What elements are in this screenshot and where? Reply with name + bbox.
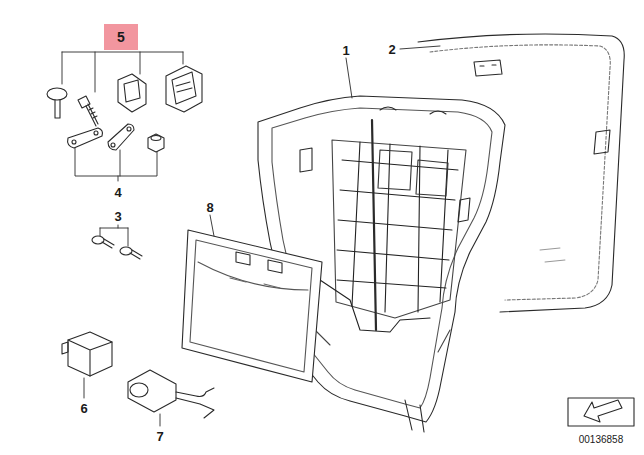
callout-number: 2: [388, 43, 395, 56]
callout-number: 6: [80, 402, 87, 415]
fastener-parts: [86, 104, 98, 126]
callout-number: 3: [114, 210, 121, 223]
backrest-frame: [405, 400, 424, 432]
bracket-parts: [148, 134, 164, 152]
leader-lines: [210, 46, 440, 236]
back-cover-panel: [230, 278, 280, 288]
backrest-frame: [372, 120, 376, 330]
backrest-frame: [300, 148, 470, 222]
bracket-parts: [151, 136, 161, 141]
bracket-lines: [62, 52, 183, 92]
bracket-parts: [68, 128, 103, 148]
fastener-parts: [89, 108, 97, 118]
backrest-frame: [315, 330, 450, 352]
back-cover-panel: [198, 262, 308, 290]
fastener-parts: [172, 72, 196, 104]
bracket-lines: [62, 52, 183, 92]
callout-number: 5: [117, 30, 125, 44]
screw-parts: [102, 239, 114, 248]
callout-number: 8: [206, 201, 213, 214]
bracket-parts: [68, 124, 164, 181]
bracket-parts: [75, 148, 157, 181]
fastener-parts: [118, 74, 146, 112]
relay-part: [62, 342, 68, 354]
direction-icon: [568, 398, 634, 426]
leader-lines: [400, 46, 440, 49]
back-cover-panel: [236, 252, 282, 273]
direction-icon: [584, 400, 622, 422]
callout-box: 5: [104, 24, 138, 50]
back-cover-panel: [190, 240, 312, 372]
screw-parts: [120, 247, 132, 255]
fastener-parts: [55, 100, 60, 118]
screw-parts: [92, 225, 142, 259]
motor-part: [130, 383, 148, 397]
bracket-parts: [127, 127, 131, 131]
back-panel: [594, 130, 610, 154]
drawing-code: 00136858: [579, 435, 624, 445]
back-panel: [474, 60, 502, 76]
fastener-parts: [78, 96, 90, 108]
screw-parts: [130, 250, 142, 259]
leader-lines: [346, 58, 352, 98]
motor-part: [160, 414, 161, 426]
back-cover-panel: [182, 230, 322, 382]
leader-lines: [210, 215, 214, 236]
backrest-frame: [352, 142, 448, 312]
backrest-frame: [320, 280, 430, 332]
back-panel: [480, 65, 496, 66]
screw-parts: [92, 236, 104, 244]
backrest-frame: [337, 160, 458, 288]
relay-part: [68, 332, 112, 376]
backrest-frame: [430, 111, 446, 114]
callout-number: 4: [114, 186, 121, 199]
bracket-parts: [108, 124, 134, 150]
bracket-parts: [72, 140, 76, 144]
back-panel: [540, 248, 565, 262]
relay-part: [84, 378, 85, 398]
backrest-frame: [378, 150, 448, 196]
fastener-parts: [47, 88, 67, 100]
motor-part: [176, 388, 214, 418]
relay-part: [68, 340, 112, 376]
fastener-parts: [124, 80, 140, 102]
direction-icon: [568, 398, 634, 426]
back-cover-panel: [182, 230, 322, 382]
relay-part: [62, 332, 112, 398]
motor-part: [128, 370, 176, 412]
fastener-parts: [47, 66, 202, 126]
bracket-parts: [94, 131, 98, 135]
backrest-frame: [380, 107, 396, 110]
backrest-frame: [332, 140, 466, 318]
fastener-parts: [166, 66, 202, 112]
callout-number: 1: [342, 44, 349, 57]
bracket-parts: [111, 143, 115, 147]
motor-part: [128, 370, 214, 426]
callout-number: 7: [156, 430, 163, 443]
